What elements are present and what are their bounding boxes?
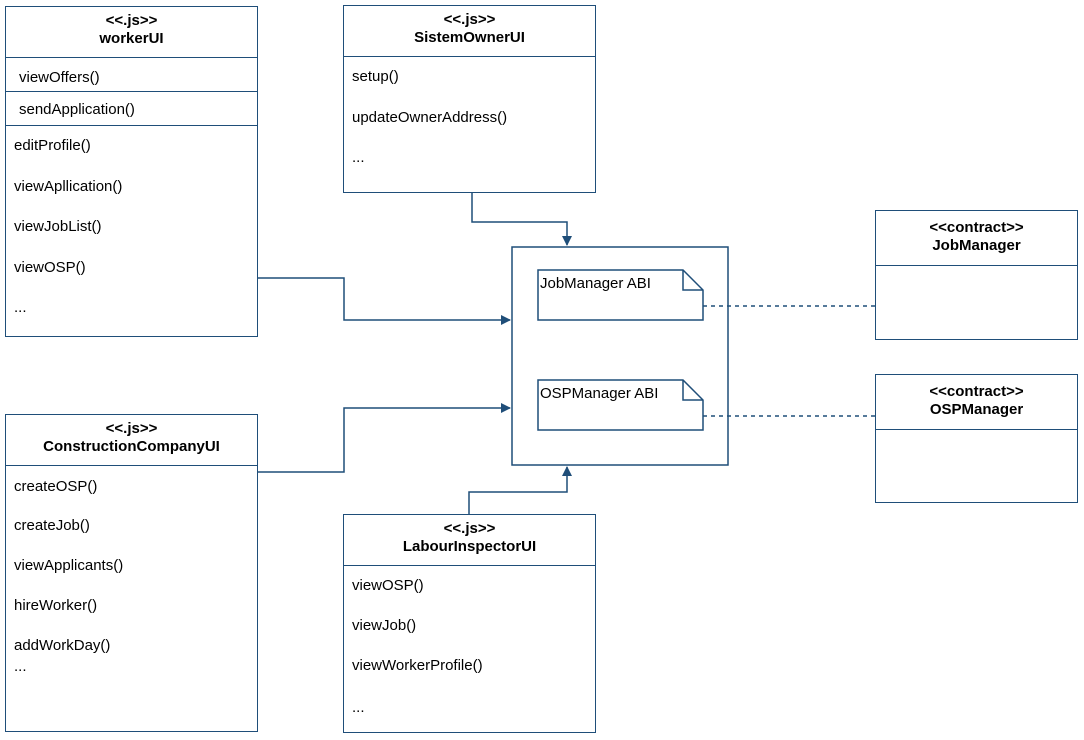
inspector-to-abi-arrow — [468, 466, 572, 514]
stereotype-label: <<contract>> — [929, 383, 1024, 400]
stereotype-label: <<.js>> — [443, 520, 496, 537]
class-name: SistemOwnerUI — [414, 29, 525, 46]
jobmanager-contract: <<contract>> JobManager — [875, 210, 1078, 340]
method-item: ... — [352, 699, 365, 716]
ospmanager-abi-label: OSPManager ABI — [540, 385, 659, 402]
class-name: LabourInspectorUI — [402, 538, 537, 555]
jobmanager-abi-label: JobManager ABI — [540, 275, 651, 292]
method-item: updateOwnerAddress() — [352, 109, 508, 126]
class-header: <<.js>> LabourInspectorUI — [344, 515, 595, 566]
method-item: hireWorker() — [14, 597, 98, 614]
stereotype-label: <<.js>> — [105, 12, 158, 29]
method-item: ... — [14, 658, 27, 675]
class-header: <<contract>> OSPManager — [876, 375, 1077, 430]
class-name: OSPManager — [929, 401, 1024, 418]
class-header: <<.js>> workerUI — [6, 7, 257, 58]
stereotype-label: <<.js>> — [443, 11, 496, 28]
method-item: viewJobList() — [14, 218, 102, 235]
method-item: ... — [352, 149, 365, 166]
class-header: <<contract>> JobManager — [876, 211, 1077, 266]
class-name: ConstructionCompanyUI — [43, 438, 220, 455]
method-item: setup() — [352, 68, 399, 85]
method-item: viewOSP() — [352, 577, 424, 594]
ospmanager-abi-note — [537, 379, 704, 431]
sistemownerui-class: <<.js>> SistemOwnerUI setup() updateOwne… — [343, 5, 596, 193]
class-name: JobManager — [932, 237, 1021, 254]
class-header: <<.js>> ConstructionCompanyUI — [6, 415, 257, 466]
method-item: viewJob() — [352, 617, 417, 634]
method-item: addWorkDay() — [14, 637, 111, 654]
labourinspectorui-class: <<.js>> LabourInspectorUI viewOSP() view… — [343, 514, 596, 733]
stereotype-label: <<.js>> — [105, 420, 158, 437]
method-item: sendApplication() — [19, 101, 135, 118]
method-item: editProfile() — [14, 137, 91, 154]
class-header: <<.js>> SistemOwnerUI — [344, 6, 595, 57]
company-to-abi-arrow — [258, 403, 511, 473]
method-item: viewApplicants() — [14, 557, 124, 574]
method-item: createJob() — [14, 517, 90, 534]
owner-to-abi-arrow — [471, 193, 572, 246]
jobmanager-abi-note — [537, 269, 704, 321]
method-item: createOSP() — [14, 478, 98, 495]
divider — [6, 125, 257, 126]
method-item: viewOSP() — [14, 259, 86, 276]
divider — [6, 91, 257, 92]
stereotype-label: <<contract>> — [929, 219, 1024, 236]
worker-to-abi-arrow — [258, 277, 511, 325]
method-item: viewOffers() — [19, 69, 100, 86]
class-name: workerUI — [99, 30, 164, 47]
method-item: viewWorkerProfile() — [352, 657, 483, 674]
constructioncompanyui-class: <<.js>> ConstructionCompanyUI createOSP(… — [5, 414, 258, 732]
ospmanager-contract: <<contract>> OSPManager — [875, 374, 1078, 503]
method-item: viewApllication() — [14, 178, 123, 195]
workerui-class: <<.js>> workerUI viewOffers() sendApplic… — [5, 6, 258, 337]
method-item: ... — [14, 299, 27, 316]
